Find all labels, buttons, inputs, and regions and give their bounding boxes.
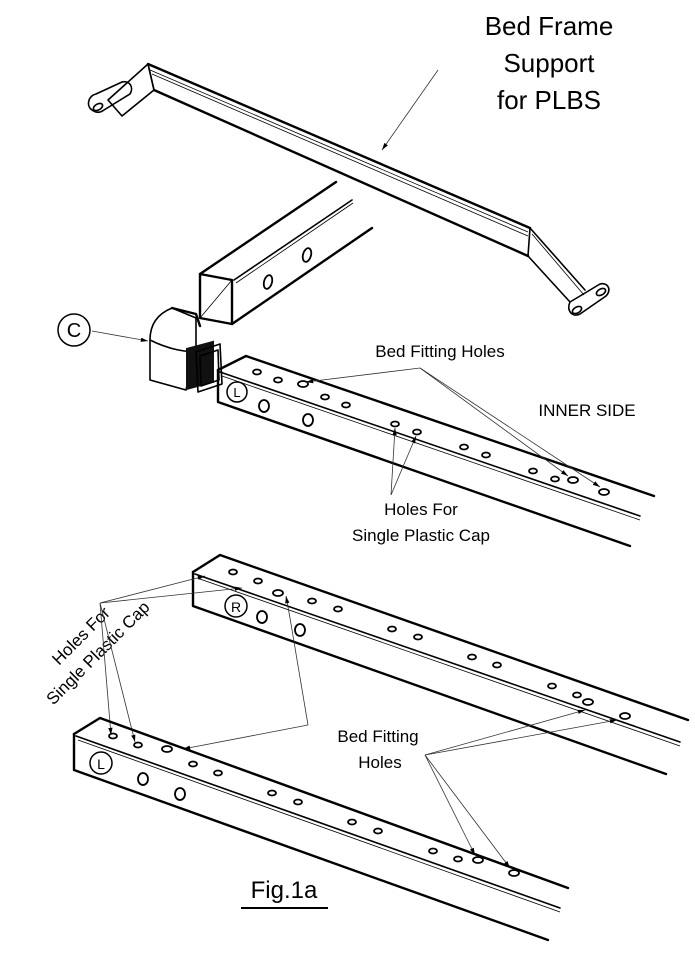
leader-cap-top-1 — [390, 427, 397, 496]
leader-bfh-bottom-2 — [424, 719, 618, 756]
corner-connector-leader — [91, 330, 149, 342]
leader-bfh-bottom-3 — [424, 754, 476, 856]
leader-bfh-top-2 — [419, 367, 569, 477]
leader-bfh-bottom-4 — [424, 754, 511, 869]
callout-l-top-label: L — [233, 385, 240, 400]
leader-bfh-mid-left — [182, 724, 309, 750]
inner-side-label: INNER SIDE — [538, 401, 635, 420]
callout-l-bottom-label: L — [97, 756, 105, 772]
bed-frame-support — [87, 62, 610, 316]
upright-tube — [198, 180, 374, 326]
leader-cap-rot-4 — [99, 602, 136, 743]
callout-c: C — [57, 313, 91, 347]
leader-cap-top-2 — [390, 435, 417, 496]
callout-r-label: R — [231, 599, 241, 615]
bed-fitting-holes-label-bottom-line1: Bed Fitting — [337, 727, 418, 746]
leader-cap-rot-2 — [99, 586, 243, 604]
bed-fitting-holes-label-bottom-line2: Holes — [358, 753, 401, 772]
bottom-rail-left: L — [72, 716, 570, 942]
title-line2: Support — [503, 48, 595, 78]
callout-c-label: C — [67, 320, 81, 342]
title-line1: Bed Frame — [485, 11, 614, 41]
holes-for-cap-label-top-line1: Holes For — [384, 500, 458, 519]
middle-rail-right: R — [191, 553, 690, 776]
figure-caption: Fig.1a — [251, 877, 318, 904]
leader-bfh-top-3 — [419, 367, 601, 488]
leader-bfh-top-1 — [305, 367, 421, 384]
leader-bfh-bottom-1 — [424, 709, 586, 756]
leader-cap-rot-1 — [99, 575, 206, 604]
leader-bfh-mid-up — [285, 595, 309, 726]
leader-cap-rot-3 — [99, 602, 113, 736]
title-leader-arrow — [381, 69, 439, 151]
title-line3: for PLBS — [497, 85, 601, 115]
bed-fitting-holes-label-top: Bed Fitting Holes — [375, 342, 504, 361]
holes-for-cap-label-top-line2: Single Plastic Cap — [352, 526, 490, 545]
top-rail-left: L — [216, 354, 656, 548]
holes-for-cap-rotated-label: Holes For Single Plastic Cap — [43, 598, 154, 709]
corner-connector — [149, 306, 223, 393]
